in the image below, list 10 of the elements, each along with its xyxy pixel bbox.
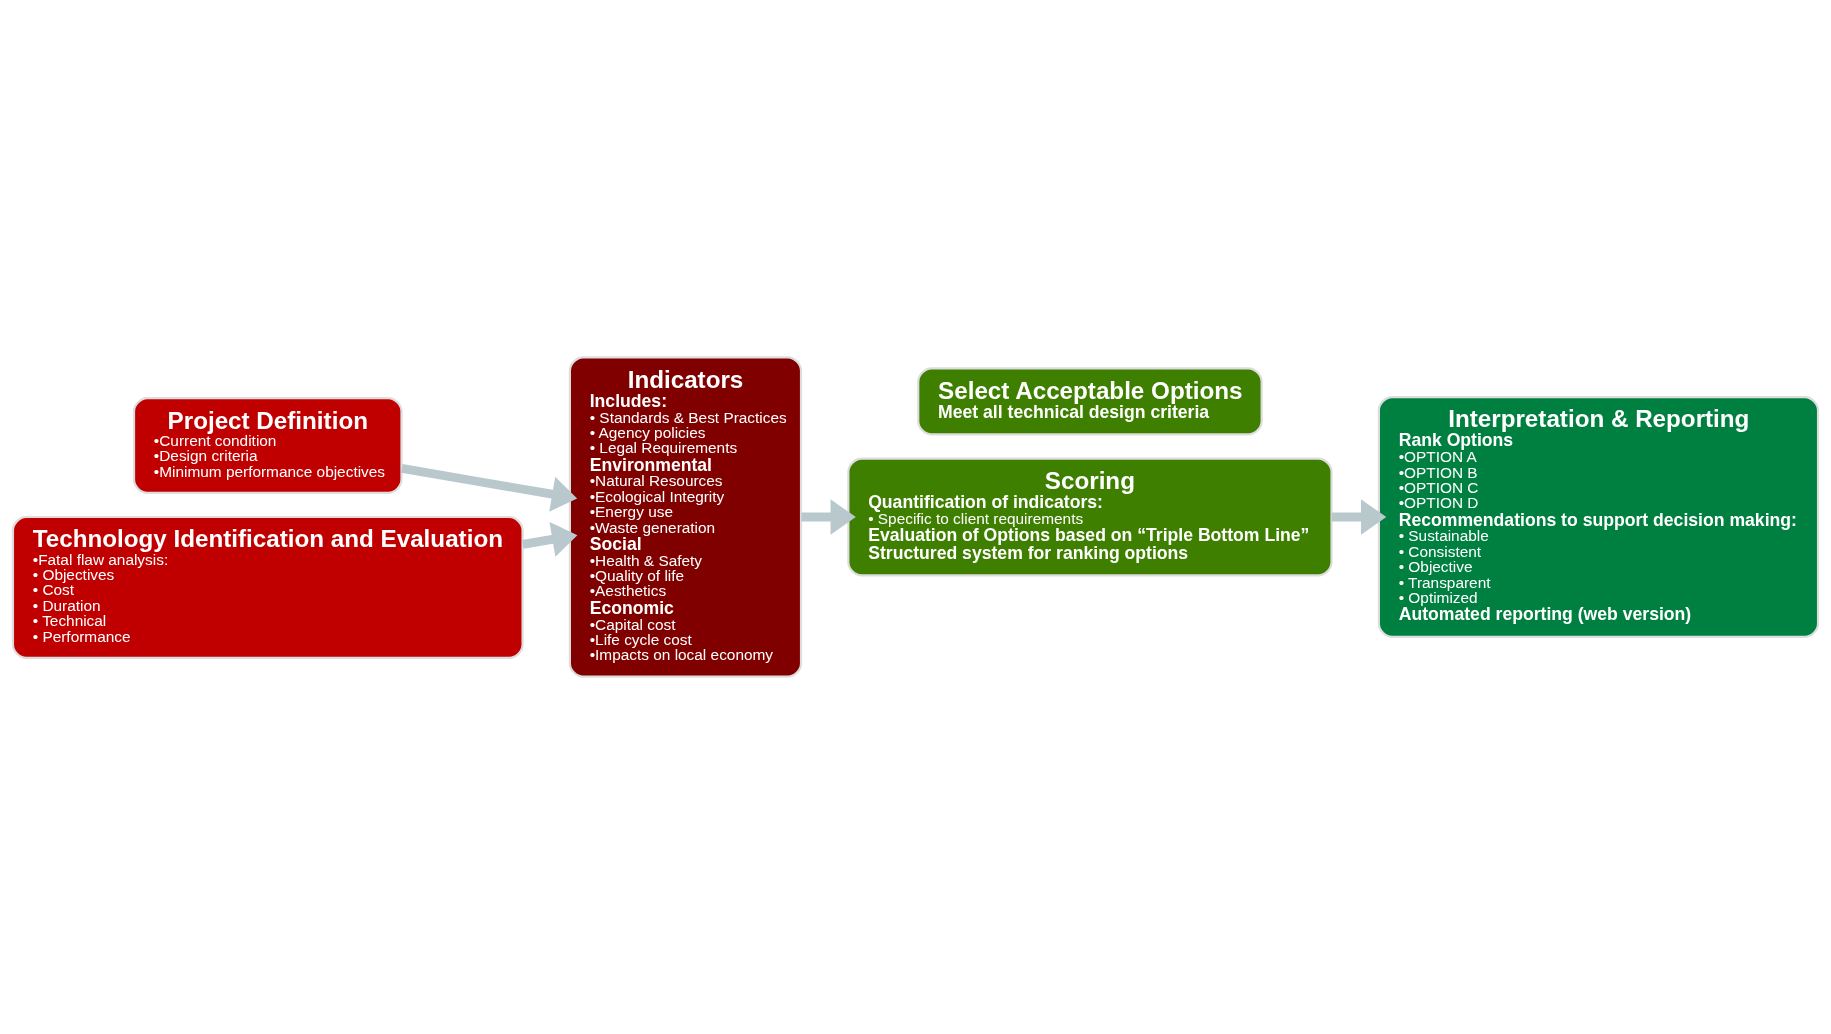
- node-box: Select Acceptable Options Meet all technical design criteria: [917, 367, 1263, 436]
- arrow: [1331, 499, 1387, 535]
- arrow: [801, 499, 856, 535]
- node-box: Interpretation & Reporting Rank Options •OPTION A •OPTION B •OPTION C •OPTION D Recommendations to support decision making: • Sustainable • Consistent • Objective • Transparent • Optimized Automated reporting (web version): [1377, 395, 1820, 639]
- arrow: [401, 464, 578, 512]
- node-box: Project Definition •Current condition •Design criteria •Minimum performance objectives: [132, 397, 403, 494]
- node-box: Indicators Includes: • Standards & Best Practices • Agency policies • Legal Requirements Environmental •Natural Resources •Ecological Integrity •Energy use •Waste generation Social •Health & Safety •Quality of life •Aesthetics Economic •Capital cost •Life cycle cost •Impacts on local economy: [568, 356, 803, 678]
- node-box: Scoring Quantification of indicators: • Specific to client requirements Evaluation of Options based on “Triple Bottom Line” Structured system for ranking options: [847, 457, 1333, 577]
- node-box: Technology Identification and Evaluation •Fatal flaw analysis: • Objectives • Cost • Duration • Technical • Performance: [11, 515, 524, 659]
- arrow: [522, 521, 578, 557]
